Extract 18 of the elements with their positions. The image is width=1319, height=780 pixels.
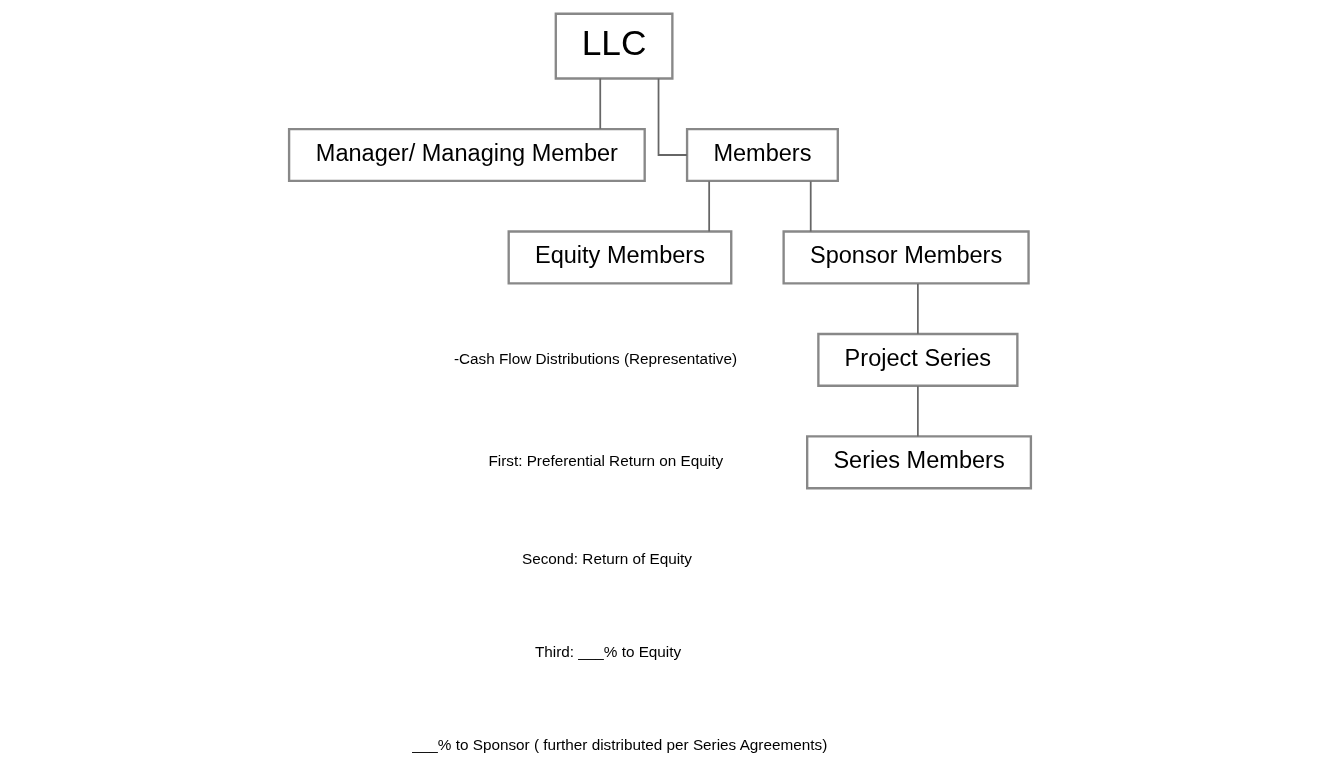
connector: [916, 384, 919, 437]
node-box: Sponsor Members: [781, 229, 1030, 285]
node-box: LLC: [554, 12, 674, 80]
connector: [707, 180, 710, 232]
label: Second: Return of Equity: [521, 549, 692, 567]
node-box: Manager/ Managing Member: [287, 127, 646, 182]
connector: [809, 180, 812, 232]
connector: [657, 77, 688, 156]
label: Third: ___% to Equity: [534, 642, 681, 660]
node-box: Equity Members: [507, 229, 732, 285]
node-box: Members: [685, 127, 839, 182]
node-box: Project Series: [816, 332, 1019, 387]
label: ___% to Sponsor ( further distributed per Series Agreements): [411, 735, 827, 753]
label: -Cash Flow Distributions (Representative): [453, 349, 737, 367]
label: First: Preferential Return on Equity: [487, 451, 723, 469]
connector: [916, 282, 919, 335]
node-box: Series Members: [805, 434, 1032, 489]
connector: [598, 77, 601, 130]
